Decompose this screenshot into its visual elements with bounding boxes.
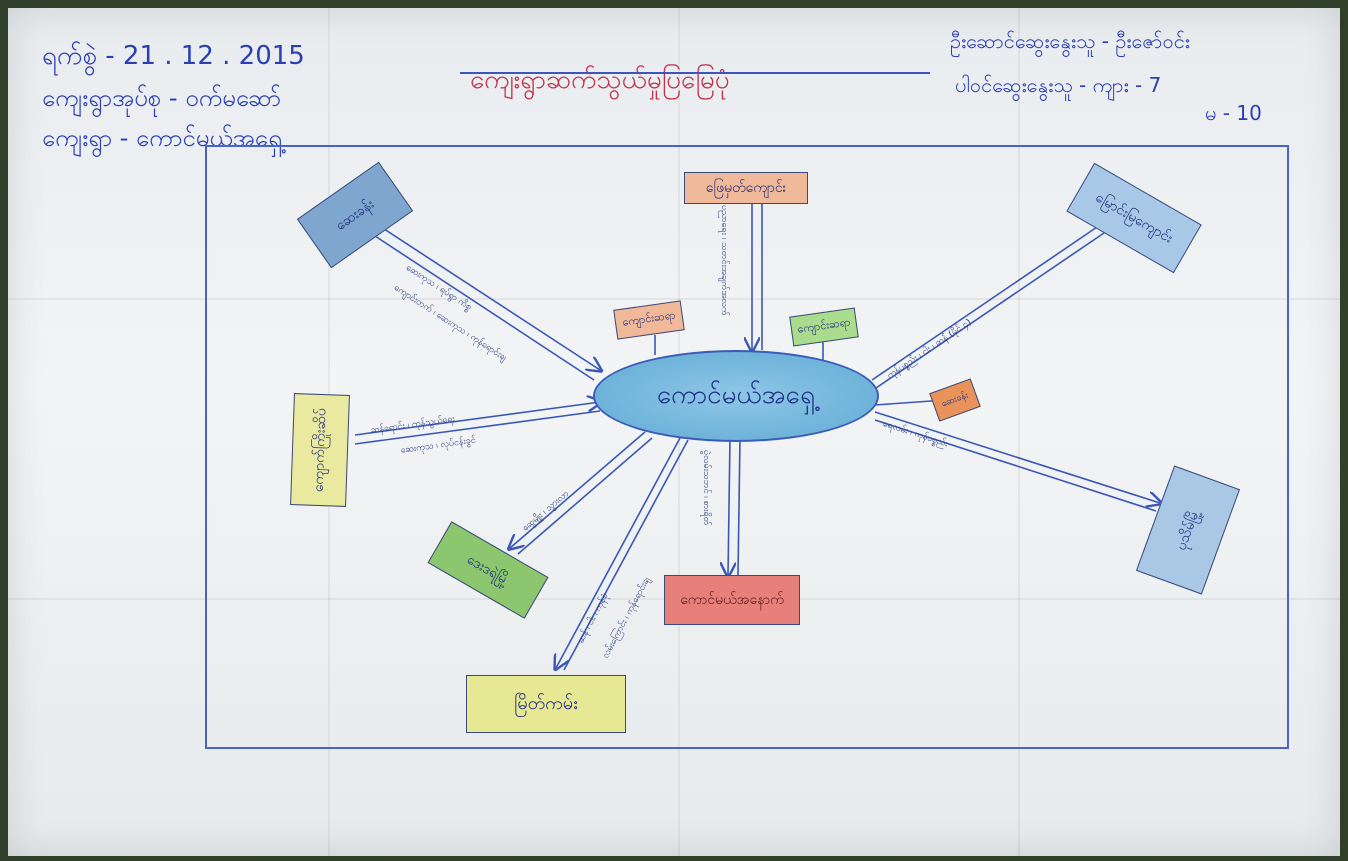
fold-line [8, 298, 1340, 300]
edge-bottom [556, 437, 681, 668]
facilitator-label: ဦးဆောင်ဆွေးနွေးသူ - ဦးဇော်ဝင်း [950, 29, 1190, 53]
node-school-top: ဖြေမှတ်ကျောင်း [684, 172, 808, 204]
center-village-node: ကောင်မယ်အရှေ့ [593, 350, 879, 442]
node-myeikkan: မြိတ်ကမ်း [466, 675, 626, 733]
edge-label: ပညာရေး ၊ သတင်းအချက်အလက် [719, 205, 729, 316]
edge-left [354, 402, 600, 436]
diagram-title: ကျေးရွာဆက်သွယ်မှုပြမြေပုံ [470, 65, 730, 95]
edge-top-right [871, 225, 1100, 381]
village-label: ကျေးရွာ - ကောင်မယ်အရှေ့ [42, 124, 282, 152]
edge-top-left [378, 225, 600, 370]
participants-female: မ - 10 [1205, 101, 1262, 125]
fold-line [1018, 8, 1020, 856]
edge-bottom-left [510, 431, 646, 548]
edge-bottom-mid [728, 437, 730, 575]
township-label: ကျေးရွာအုပ်စု - ဝက်မဆော် [42, 84, 282, 112]
title-underline [460, 72, 930, 74]
edge-label: ပွဲလမ်းသဘင် ၊ စားရိတ် [701, 450, 711, 526]
participants-label: ပါဝင်ဆွေးနွေးသူ - ကျား - 7 [955, 73, 1162, 97]
edge-right [874, 411, 1160, 503]
diagram-frame [205, 145, 1289, 749]
node-west-village: ကောင်မယ်အနောက် [664, 575, 800, 625]
date-label: ရက်စွဲ - 21 . 12 . 2015 [42, 41, 305, 71]
node-jetty: ကျောက်ကြိုးဆိပ် [290, 393, 350, 507]
